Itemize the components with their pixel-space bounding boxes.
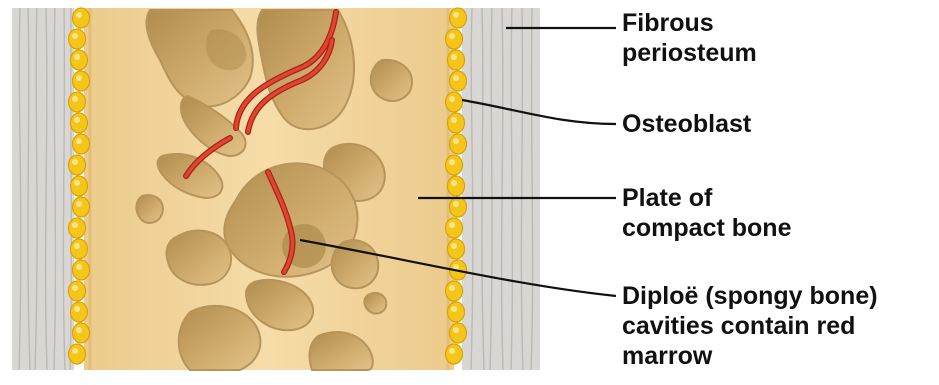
osteoblast-highlight: [453, 138, 459, 144]
osteoblast-cell: [450, 134, 467, 154]
osteoblast-cell: [69, 281, 86, 301]
osteoblast-cell: [73, 260, 90, 280]
osteoblast-cell: [69, 29, 86, 49]
osteoblasts-right: [446, 8, 467, 364]
osteoblast-cell: [73, 8, 90, 28]
osteoblast-cell: [71, 113, 88, 133]
osteoblast-highlight: [74, 180, 80, 186]
osteoblast-cell: [446, 155, 463, 175]
osteoblast-cell: [450, 71, 467, 91]
osteoblast-highlight: [453, 327, 459, 333]
osteoblast-cell: [450, 197, 467, 217]
osteoblast-highlight: [74, 306, 80, 312]
osteoblast-highlight: [453, 75, 459, 81]
osteoblast-highlight: [451, 54, 457, 60]
osteoblast-highlight: [451, 117, 457, 123]
osteoblast-highlight: [72, 348, 78, 354]
osteoblast-cell: [446, 218, 463, 238]
osteoblast-highlight: [449, 285, 455, 291]
osteoblast-highlight: [72, 96, 78, 102]
periosteum-right: [462, 8, 540, 370]
osteoblast-cell: [71, 176, 88, 196]
osteoblast-cell: [69, 218, 86, 238]
osteoblast-highlight: [74, 243, 80, 249]
label-osteoblast: Osteoblast: [622, 109, 751, 139]
osteoblast-cell: [71, 50, 88, 70]
osteoblast-cell: [73, 134, 90, 154]
osteoblast-highlight: [449, 159, 455, 165]
osteoblast-highlight: [449, 96, 455, 102]
osteoblast-cell: [73, 197, 90, 217]
cavity: [179, 306, 261, 370]
osteoblast-cell: [71, 239, 88, 259]
osteoblast-cell: [448, 113, 465, 133]
osteoblast-highlight: [76, 138, 82, 144]
osteoblast-cell: [69, 155, 86, 175]
osteoblast-cell: [448, 239, 465, 259]
osteoblast-highlight: [72, 222, 78, 228]
osteoblast-highlight: [449, 348, 455, 354]
periosteum-left: [12, 8, 74, 370]
osteoblast-highlight: [72, 159, 78, 165]
osteoblast-cell: [69, 344, 86, 364]
osteoblast-highlight: [74, 54, 80, 60]
cavity: [364, 293, 386, 314]
osteoblast-highlight: [451, 306, 457, 312]
label-diploe: Diploë (spongy bone) cavities contain re…: [622, 281, 878, 371]
osteoblast-highlight: [449, 222, 455, 228]
osteoblasts-left: [69, 8, 90, 364]
osteoblast-cell: [71, 302, 88, 322]
osteoblast-highlight: [451, 243, 457, 249]
osteoblast-cell: [448, 302, 465, 322]
osteoblast-cell: [73, 323, 90, 343]
label-plate-of-compact-bone: Plate of compact bone: [622, 183, 791, 243]
cavity: [136, 195, 163, 223]
osteoblast-highlight: [451, 180, 457, 186]
osteoblast-cell: [69, 92, 86, 112]
osteoblast-highlight: [76, 12, 82, 18]
osteoblast-highlight: [72, 285, 78, 291]
osteoblast-cell: [448, 50, 465, 70]
osteoblast-highlight: [453, 12, 459, 18]
osteoblast-highlight: [453, 201, 459, 207]
osteoblast-cell: [450, 8, 467, 28]
osteoblast-highlight: [76, 201, 82, 207]
osteoblast-highlight: [449, 33, 455, 39]
osteoblast-highlight: [76, 75, 82, 81]
osteoblast-cell: [446, 281, 463, 301]
label-fibrous-periosteum: Fibrous periosteum: [622, 8, 757, 68]
osteoblast-cell: [446, 344, 463, 364]
cavity: [166, 231, 231, 285]
osteoblast-highlight: [76, 264, 82, 270]
osteoblast-cell: [73, 71, 90, 91]
osteoblast-highlight: [76, 327, 82, 333]
osteoblast-highlight: [72, 33, 78, 39]
osteoblast-cell: [450, 323, 467, 343]
osteoblast-highlight: [74, 117, 80, 123]
osteoblast-cell: [446, 92, 463, 112]
osteoblast-cell: [448, 176, 465, 196]
osteoblast-cell: [446, 29, 463, 49]
